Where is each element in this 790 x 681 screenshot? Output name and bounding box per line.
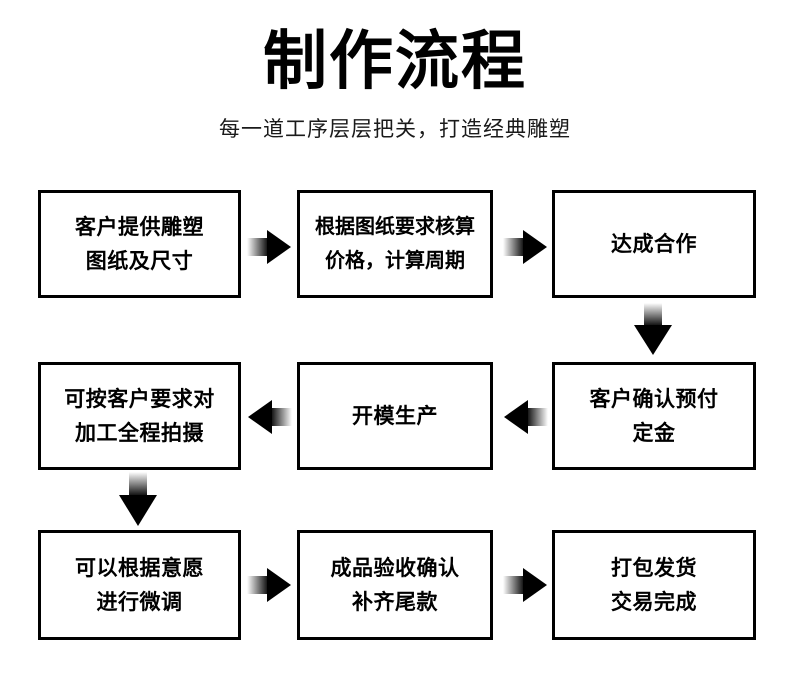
arrow-down-icon-step3-step4 bbox=[631, 303, 675, 357]
arrow-right-icon-step7-step8 bbox=[247, 566, 292, 604]
flow-step-9: 打包发货 交易完成 bbox=[552, 530, 756, 640]
flow-step-2: 根据图纸要求核算 价格，计算周期 bbox=[297, 190, 493, 298]
flow-step-7-line-2: 进行微调 bbox=[96, 590, 183, 614]
flow-step-1-line-1: 客户提供雕塑 bbox=[75, 215, 204, 239]
flow-step-4: 客户确认预付 定金 bbox=[552, 362, 756, 470]
flow-step-6-line-1: 可按客户要求对 bbox=[64, 387, 215, 411]
flow-step-4-line-2: 定金 bbox=[632, 421, 676, 445]
arrow-right-icon-step1-step2 bbox=[247, 228, 292, 266]
flow-step-5-line-1: 开模生产 bbox=[352, 404, 438, 428]
arrow-left-icon-step5-step6 bbox=[247, 398, 292, 436]
arrow-right-icon-step2-step3 bbox=[503, 228, 548, 266]
flow-step-9-line-2: 交易完成 bbox=[611, 590, 697, 614]
flow-step-7: 可以根据意愿 进行微调 bbox=[38, 530, 241, 640]
arrow-right-icon-step8-step9 bbox=[503, 566, 548, 604]
flow-step-8-line-1: 成品验收确认 bbox=[330, 556, 460, 580]
arrow-left-icon-step4-step5 bbox=[503, 398, 548, 436]
flow-step-4-line-1: 客户确认预付 bbox=[589, 387, 719, 411]
flow-step-7-line-1: 可以根据意愿 bbox=[75, 556, 204, 580]
flow-step-2-line-1: 根据图纸要求核算 bbox=[315, 216, 475, 238]
flow-step-8-line-2: 补齐尾款 bbox=[352, 590, 438, 614]
flow-step-9-line-1: 打包发货 bbox=[611, 556, 697, 580]
flow-step-1-line-2: 图纸及尺寸 bbox=[85, 249, 194, 273]
flow-step-5: 开模生产 bbox=[297, 362, 493, 470]
flow-step-6: 可按客户要求对 加工全程拍摄 bbox=[38, 362, 241, 470]
arrow-down-icon-step6-step7 bbox=[116, 472, 160, 528]
flow-step-1: 客户提供雕塑 图纸及尺寸 bbox=[38, 190, 241, 298]
page-subtitle: 每一道工序层层把关，打造经典雕塑 bbox=[219, 118, 571, 141]
page-title: 制作流程 bbox=[263, 26, 527, 97]
flow-step-3: 达成合作 bbox=[552, 190, 756, 298]
flow-step-3-line-1: 达成合作 bbox=[611, 232, 697, 256]
flow-step-6-line-2: 加工全程拍摄 bbox=[75, 421, 204, 445]
flow-step-8: 成品验收确认 补齐尾款 bbox=[297, 530, 493, 640]
flow-step-2-line-2: 价格，计算周期 bbox=[325, 250, 465, 272]
